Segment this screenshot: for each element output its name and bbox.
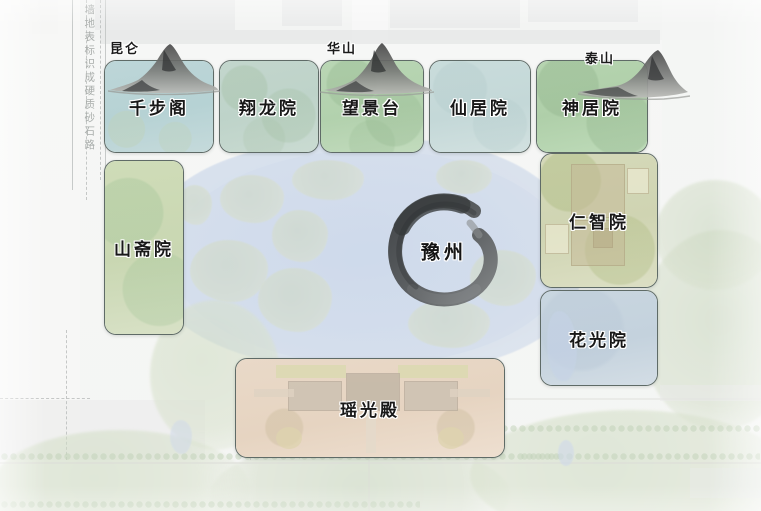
small-pond: [558, 440, 574, 466]
mountain-label-huashan: 华山: [327, 42, 358, 57]
center-emblem[interactable]: 豫州: [378, 185, 510, 317]
zone-label-qianbuge: 千步阁: [129, 99, 189, 119]
tree-row-3: [500, 424, 760, 433]
zone-card-qianbuge[interactable]: 千步阁: [104, 60, 214, 153]
zone-card-xianglongyuan[interactable]: 翔龙院: [219, 60, 319, 153]
mountain-label-kunlun: 昆仑: [110, 42, 141, 57]
lake-island-4: [190, 240, 268, 302]
zone-label-xianjuyuan: 仙居院: [450, 99, 510, 119]
zone-label-shanzhaiyuan: 山斋院: [114, 240, 174, 260]
lake-island-3: [272, 210, 328, 262]
annotation-vertical-text: 墙地表标识成硬质砂石路: [83, 4, 96, 153]
grey-block-top-2: [95, 0, 235, 30]
zone-label-yaoguangdian: 瑶光殿: [340, 400, 400, 421]
zone-label-renzhiyuan: 仁智院: [569, 213, 629, 233]
grey-block-right-lower-2: [690, 468, 761, 498]
lake-island-1: [220, 175, 284, 223]
mountain-label-taishan: 泰山: [585, 52, 616, 67]
hall-corridor-left: [254, 389, 294, 397]
center-emblem-label: 豫州: [420, 241, 467, 264]
tree-row-4: [520, 452, 760, 461]
tree-row-5: [0, 500, 420, 509]
zone-card-huaguangyuan[interactable]: 花光院: [540, 290, 658, 386]
zone-card-xianjuyuan[interactable]: 仙居院: [429, 60, 531, 153]
annotation-strip: 墙地表标识成硬质砂石路: [72, 0, 106, 190]
zone-label-xianglongyuan: 翔龙院: [239, 99, 299, 119]
zone-label-wangjingtai: 望景台: [342, 99, 402, 119]
grey-block-top-5: [390, 0, 520, 28]
grey-block-top-6: [100, 30, 660, 44]
zone-card-renzhiyuan[interactable]: 仁智院: [540, 153, 658, 288]
road-horizontal-1: [0, 462, 761, 464]
grey-block-top-7: [528, 0, 638, 22]
grey-block-right-lower: [660, 385, 761, 401]
courtyard-block-3: [545, 224, 569, 254]
grey-block-top-3: [282, 0, 342, 26]
construction-line-h1: [0, 398, 90, 399]
small-pond-2: [170, 420, 192, 454]
hall-shrub-right: [438, 427, 464, 449]
zone-label-huaguangyuan: 花光院: [569, 330, 629, 351]
hall-shrub-left: [276, 427, 302, 449]
road-vertical-1: [368, 460, 370, 511]
plaza-right: [662, 0, 761, 200]
courtyard-block-4: [627, 168, 649, 194]
hall-corridor-right: [450, 389, 490, 397]
zone-card-shanzhaiyuan[interactable]: 山斋院: [104, 160, 184, 335]
lake-island-5: [258, 268, 332, 332]
lake-island-2: [292, 160, 364, 200]
hall-roof-left: [276, 365, 346, 378]
hall-roof-right: [398, 365, 468, 378]
annotation-rule-left: [72, 0, 73, 190]
zone-card-shenjuyuan[interactable]: 神居院: [536, 60, 648, 153]
hall-left-building: [288, 381, 342, 411]
plaza-left: [0, 0, 80, 440]
zone-card-yaoguangdian[interactable]: 瑶光殿: [235, 358, 505, 458]
zone-card-wangjingtai[interactable]: 望景台: [320, 60, 424, 153]
zone-label-shenjuyuan: 神居院: [562, 99, 622, 119]
